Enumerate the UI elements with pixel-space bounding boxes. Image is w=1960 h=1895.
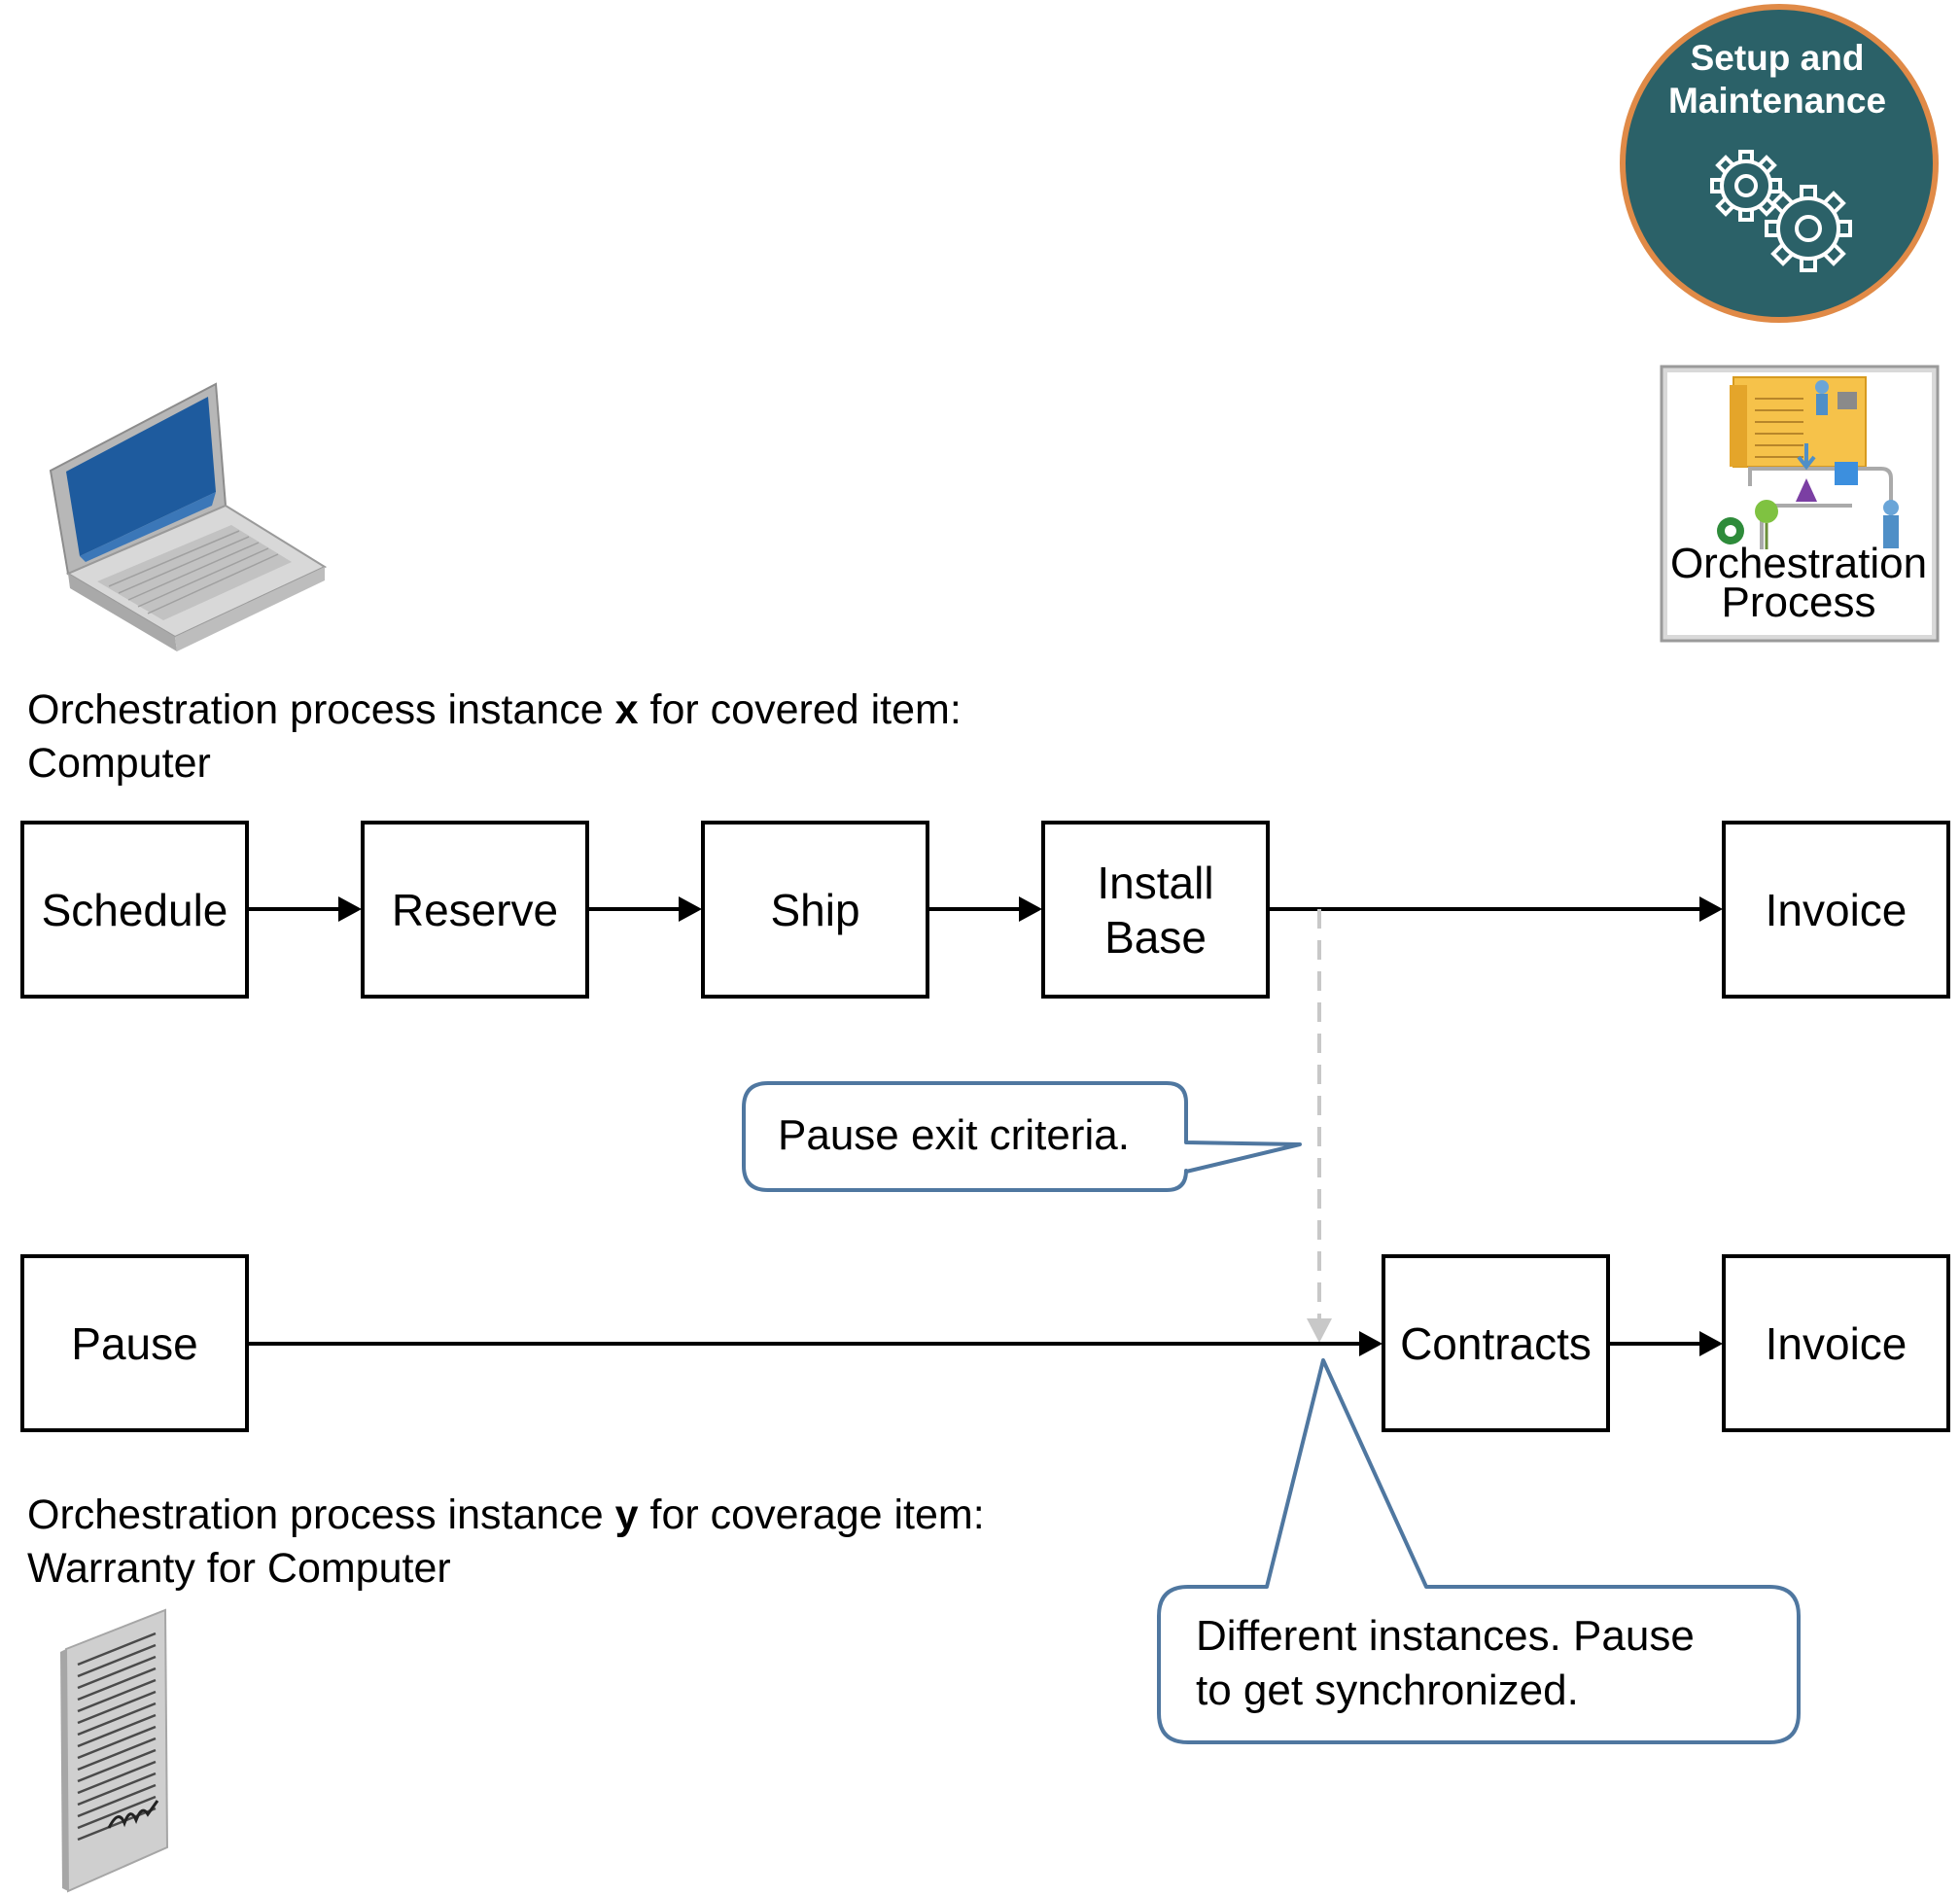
step-reserve-label: Reserve: [391, 884, 559, 935]
step-install-base-line1: Install: [1097, 857, 1214, 908]
step-schedule: Schedule: [20, 821, 249, 999]
setup-maintenance-badge: [1620, 4, 1939, 323]
instance-x-prefix: Orchestration process instance: [27, 686, 615, 733]
sync-dashed-arrow: [1307, 909, 1332, 1343]
step-invoice-x-label: Invoice: [1765, 884, 1908, 935]
step-ship: Ship: [701, 821, 929, 999]
instance-x-caption: Orchestration process instance x for cov…: [27, 684, 962, 790]
arrow-reserve-to-ship: [587, 896, 702, 922]
step-invoice-y-label: Invoice: [1765, 1317, 1908, 1369]
instance-y-caption: Orchestration process instance y for cov…: [27, 1489, 985, 1596]
setup-maintenance-line1: Setup and: [1690, 38, 1865, 78]
instance-y-item: Warranty for Computer: [27, 1545, 451, 1592]
sync-callout-line1: Different instances. Pause: [1196, 1612, 1695, 1660]
gears-icon: [1710, 150, 1852, 272]
step-pause-label: Pause: [71, 1317, 198, 1369]
step-contracts-label: Contracts: [1400, 1317, 1592, 1369]
step-install-base-line2: Base: [1104, 911, 1207, 963]
step-install-base: Install Base: [1041, 821, 1270, 999]
step-reserve: Reserve: [361, 821, 589, 999]
sync-callout-bubble: [1157, 1358, 1801, 1744]
pause-exit-callout-text: Pause exit criteria.: [778, 1111, 1130, 1159]
step-invoice-y: Invoice: [1722, 1254, 1950, 1432]
step-schedule-label: Schedule: [41, 884, 228, 935]
instance-x-var: x: [614, 686, 639, 733]
instance-y-suffix: for coverage item:: [638, 1491, 985, 1538]
orchestration-process-line2: Process: [1721, 579, 1876, 626]
document-icon: [60, 1608, 169, 1893]
setup-maintenance-title: Setup and Maintenance: [1622, 37, 1933, 123]
pause-exit-callout-bubble: [742, 1081, 1302, 1192]
orchestration-process-icon: [1717, 376, 1899, 549]
orchestration-process-title: Orchestration Process: [1662, 543, 1935, 624]
arrow-contracts-to-invoice: [1608, 1331, 1723, 1356]
sync-callout-text: Different instances. Pause to get synchr…: [1196, 1609, 1695, 1718]
setup-maintenance-line2: Maintenance: [1667, 81, 1887, 121]
instance-y-prefix: Orchestration process instance: [27, 1491, 615, 1538]
arrow-ship-to-install-base: [928, 896, 1042, 922]
step-ship-label: Ship: [770, 884, 860, 935]
arrow-pause-to-contracts: [247, 1331, 1382, 1356]
instance-x-item: Computer: [27, 740, 211, 787]
step-contracts: Contracts: [1382, 1254, 1610, 1432]
step-invoice-x: Invoice: [1722, 821, 1950, 999]
instance-y-var: y: [614, 1491, 639, 1538]
step-pause: Pause: [20, 1254, 249, 1432]
arrow-install-base-to-invoice: [1268, 896, 1723, 922]
arrow-schedule-to-reserve: [247, 896, 362, 922]
sync-callout-line2: to get synchronized.: [1196, 1667, 1579, 1714]
orchestration-process-line1: Orchestration: [1669, 540, 1928, 587]
laptop-icon: [49, 382, 328, 651]
instance-x-suffix: for covered item:: [638, 686, 962, 733]
